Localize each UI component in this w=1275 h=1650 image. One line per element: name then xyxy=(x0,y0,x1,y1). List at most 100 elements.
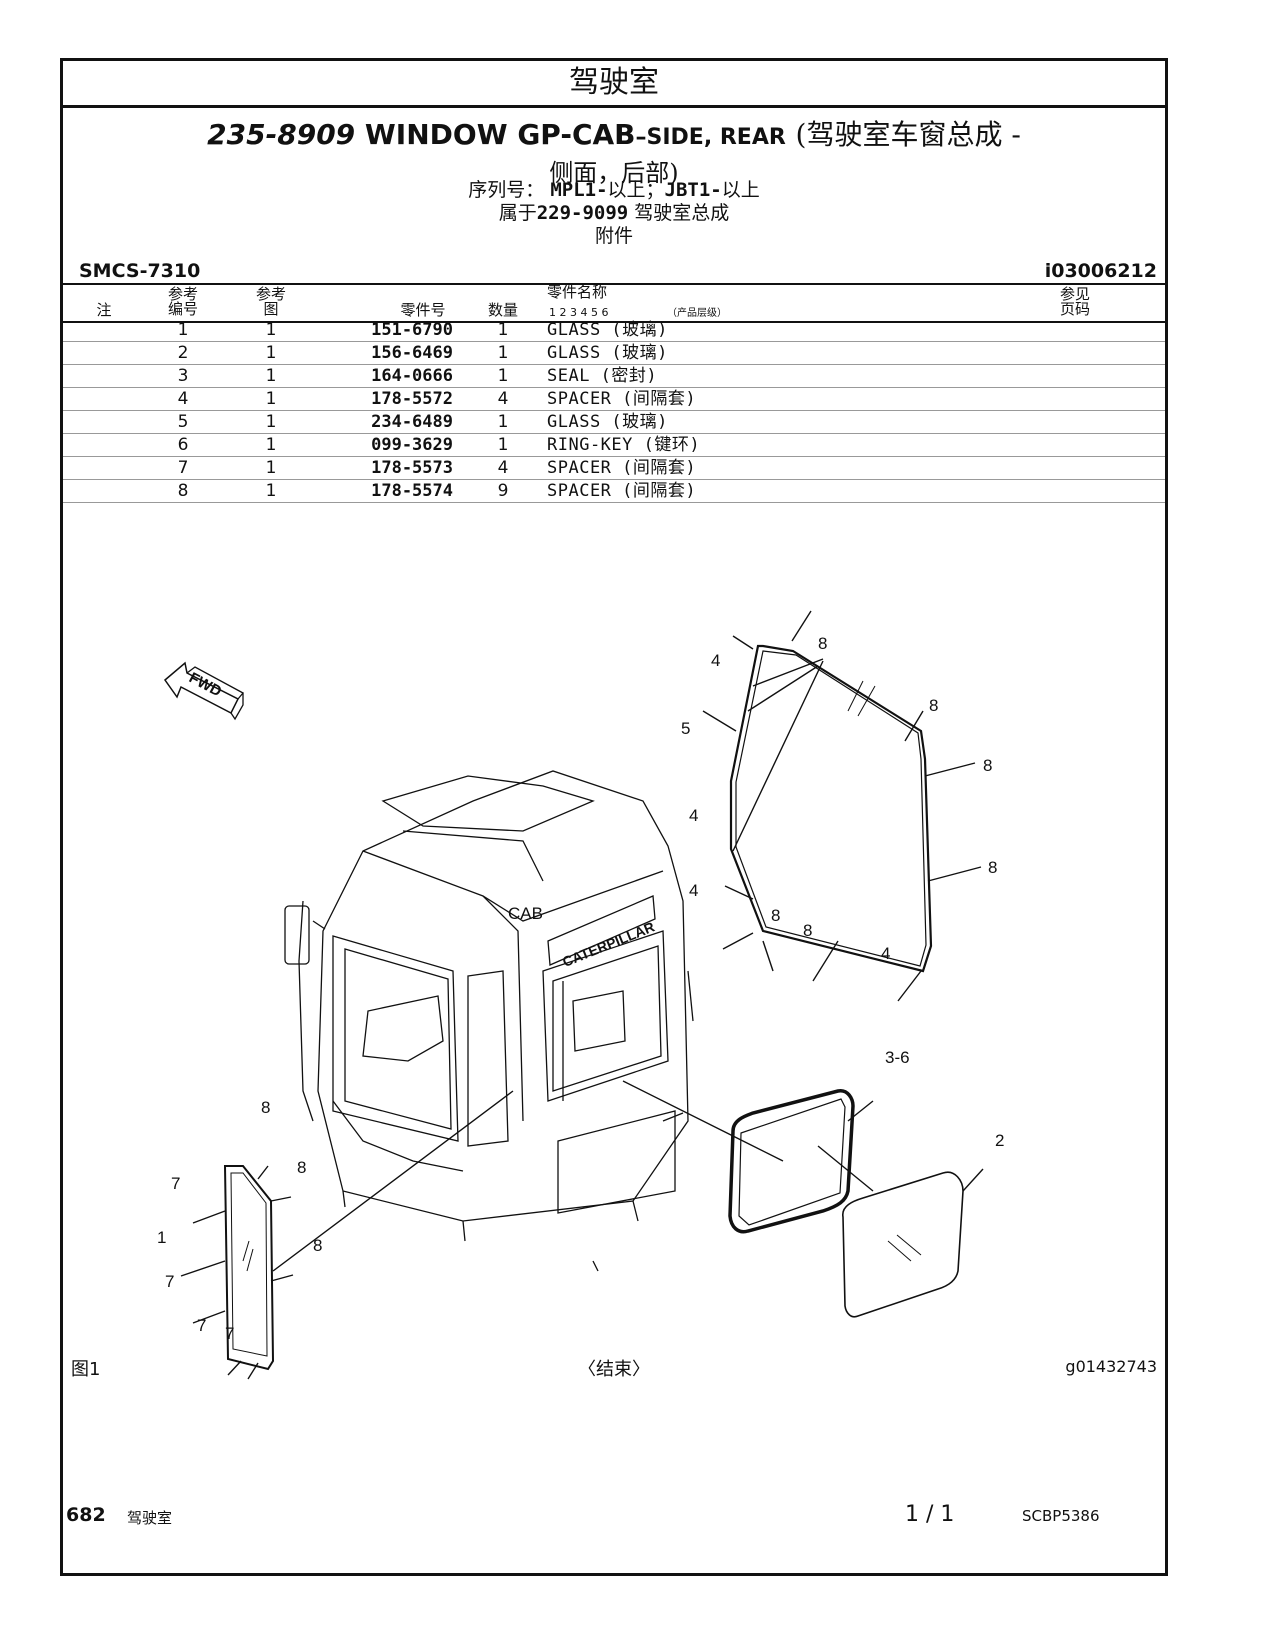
callout: 8 xyxy=(929,696,938,715)
cell-fig: 1 xyxy=(265,458,277,478)
cell-ref: 7 xyxy=(177,458,189,478)
group-name-cn-continued: 侧面，后部) xyxy=(549,159,679,187)
table-row: 7 1 178-5573 4 SPACER (间隔套) xyxy=(63,457,1165,480)
cell-part-number: 178-5573 xyxy=(371,458,453,478)
cell-part-number: 164-0666 xyxy=(371,366,453,386)
group-name-suffix: –SIDE, REAR xyxy=(635,125,786,150)
cell-name: SPACER (间隔套) xyxy=(547,481,697,501)
serial-text-2: 以上 xyxy=(721,179,760,201)
group-part-number: 235-8909 xyxy=(207,118,356,151)
cell-ref: 4 xyxy=(177,389,189,409)
group-title: 235-8909 WINDOW GP-CAB–SIDE, REAR (驾驶室车窗… xyxy=(63,119,1165,154)
cell-part-number: 099-3629 xyxy=(371,435,453,455)
illustration-id: i03006212 xyxy=(1044,260,1157,282)
cell-ref: 6 xyxy=(177,435,189,455)
footer-doc-id: SCBP5386 xyxy=(1022,1507,1100,1525)
callout: 7 xyxy=(171,1174,180,1193)
col-qty: 数量 xyxy=(487,301,518,319)
seal-window xyxy=(728,1089,855,1234)
rear-window-glass xyxy=(729,644,933,973)
serial-text-1: 以上； xyxy=(607,179,665,201)
callout: 4 xyxy=(711,651,720,670)
callout: 8 xyxy=(988,858,997,877)
cab-label: CAB xyxy=(508,904,543,923)
cell-name: SPACER (间隔套) xyxy=(547,458,697,478)
cell-fig: 1 xyxy=(265,481,277,501)
cell-ref: 5 xyxy=(177,412,189,432)
group-name: WINDOW GP-CAB xyxy=(364,118,636,151)
callout: 8 xyxy=(983,756,992,775)
cell-part-number: 178-5574 xyxy=(371,481,453,501)
group-name-cn: (驾驶室车窗总成 - xyxy=(795,118,1021,151)
col-see-page-1: 参见 xyxy=(1059,285,1090,303)
end-label: 〈结束〉 xyxy=(578,1359,650,1380)
cell-part-number: 151-6790 xyxy=(371,320,453,340)
side-glass-right xyxy=(842,1171,964,1318)
table-row: 3 1 164-0666 1 SEAL (密封) xyxy=(63,365,1165,388)
callout: 7 xyxy=(165,1272,174,1291)
callout: 3-6 xyxy=(885,1048,910,1067)
cell-qty: 1 xyxy=(497,320,509,340)
cell-qty: 1 xyxy=(497,343,509,363)
parent-line: 属于229-9099 驾驶室总成 xyxy=(63,198,1165,225)
exploded-view-drawing: FWD CAB CATERPILLAR 4 8 8 5 8 4 8 4 8 8 … xyxy=(157,610,1004,1380)
cell-qty: 4 xyxy=(497,458,509,478)
cell-qty: 1 xyxy=(497,366,509,386)
callout: 4 xyxy=(881,944,890,963)
cell-ref: 1 xyxy=(177,320,189,340)
table-header: 注 参考 编号 参考 图 零件号 数量 零件名称 1 2 3 4 5 6 （产品… xyxy=(63,283,1165,323)
callout: 8 xyxy=(261,1098,270,1117)
cell-fig: 1 xyxy=(265,366,277,386)
callout: 4 xyxy=(689,881,698,900)
col-levels: 1 2 3 4 5 6 xyxy=(549,306,609,319)
cell-fig: 1 xyxy=(265,412,277,432)
parent-part-number: 229-9099 xyxy=(536,202,629,224)
cell-ref: 3 xyxy=(177,366,189,386)
col-level-note: （产品层级） xyxy=(667,308,727,319)
callout: 8 xyxy=(313,1236,322,1255)
cell-qty: 4 xyxy=(497,389,509,409)
callout: 4 xyxy=(689,806,698,825)
cell-name: SEAL (密封) xyxy=(547,366,658,386)
fwd-arrow-icon xyxy=(163,661,245,721)
col-ref-fig-1: 参考 xyxy=(255,285,286,303)
brand-plate xyxy=(547,895,656,966)
parent-name: 驾驶室总成 xyxy=(628,202,730,224)
col-ref-no-2: 编号 xyxy=(167,300,198,318)
cell-ref: 8 xyxy=(177,481,189,501)
cell-ref: 2 xyxy=(177,343,189,363)
callout: 1 xyxy=(157,1228,166,1247)
cell-fig: 1 xyxy=(265,343,277,363)
callout: 7 xyxy=(197,1316,206,1335)
col-see-page-2: 页码 xyxy=(1059,300,1090,318)
parent-prefix: 属于 xyxy=(498,202,537,224)
attachment-line: 附件 xyxy=(594,225,633,247)
col-name: 零件名称 xyxy=(547,283,608,301)
smcs-code: SMCS-7310 xyxy=(79,260,201,282)
callout: 2 xyxy=(995,1131,1004,1150)
callout: 8 xyxy=(803,921,812,940)
callout: 5 xyxy=(681,719,690,738)
cell-name: GLASS (玻璃) xyxy=(547,320,668,340)
footer-page-number: 682 xyxy=(66,1504,106,1526)
cell-fig: 1 xyxy=(265,435,277,455)
callout: 8 xyxy=(297,1158,306,1177)
cell-qty: 9 xyxy=(497,481,509,501)
callout: 8 xyxy=(771,906,780,925)
figure-label: 图1 xyxy=(71,1359,101,1380)
footer-section: 驾驶室 xyxy=(127,1509,173,1527)
callout: 7 xyxy=(225,1324,234,1343)
cell-part-number: 234-6489 xyxy=(371,412,453,432)
section-header: 驾驶室 xyxy=(63,61,1165,108)
cell-fig: 1 xyxy=(265,389,277,409)
serial-prefix-2: JBT1- xyxy=(664,179,722,201)
col-note: 注 xyxy=(96,301,112,319)
fwd-label: FWD xyxy=(186,669,224,700)
serial-label: 序列号： xyxy=(468,179,545,201)
